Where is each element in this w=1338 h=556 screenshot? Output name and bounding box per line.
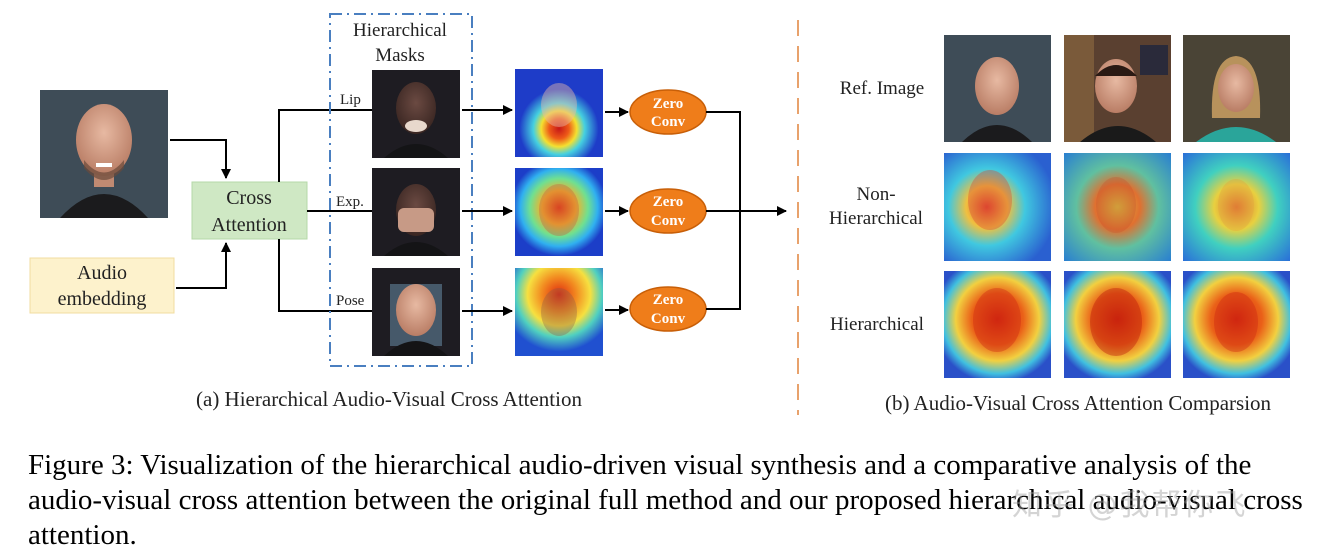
non-hier-heatmap-2 <box>1064 153 1171 261</box>
watermark: 知乎 @我帮你飞 <box>1012 488 1248 523</box>
hier-heatmap-3 <box>1183 271 1290 378</box>
ref-image-3 <box>1183 35 1290 142</box>
heatmap-pose <box>515 268 603 356</box>
audio-embedding-box <box>29 257 175 314</box>
row-label-non-1: Non- <box>856 184 895 205</box>
mask-to-heatmap-arrows <box>462 105 513 316</box>
branch-label-lip: Lip <box>340 92 361 108</box>
ref-image-1 <box>944 35 1051 142</box>
row-label-ref: Ref. Image <box>840 78 924 99</box>
zero-conv-label-1: Zero <box>653 96 684 112</box>
input-arrows <box>170 139 231 289</box>
hierarchical-masks-frame <box>329 13 473 367</box>
subcaption-a: (a) Hierarchical Audio-Visual Cross Atte… <box>196 387 582 411</box>
zero-conv-expression: Zero Conv <box>629 188 707 234</box>
zero-conv-pose: Zero Conv <box>629 286 707 332</box>
ref-image-2 <box>1064 35 1171 142</box>
reference-portrait <box>40 90 168 218</box>
zero-conv-lip: Zero Conv <box>629 89 707 135</box>
hier-heatmap-1 <box>944 271 1051 378</box>
mask-image-pose <box>372 268 460 356</box>
branch-label-pose: Pose <box>336 293 365 309</box>
cross-attention-label-1: Cross <box>226 187 272 209</box>
audio-embedding-label-2: embedding <box>58 288 147 310</box>
hier-heatmap-2 <box>1064 271 1171 378</box>
heatmap-lip <box>515 69 603 157</box>
row-label-hier: Hierarchical <box>830 314 924 335</box>
masks-title-1: Hierarchical <box>353 20 447 41</box>
cross-attention-box <box>191 181 308 240</box>
subcaption-b: (b) Audio-Visual Cross Attention Compars… <box>885 391 1272 415</box>
merge-lines <box>706 111 787 310</box>
audio-embedding-label-1: Audio <box>77 262 127 284</box>
masks-title-2: Masks <box>375 45 425 66</box>
heatmap-to-zeroconv-arrows <box>605 107 629 315</box>
zero-conv-label-2: Conv <box>651 311 686 327</box>
branch-lines <box>278 109 372 312</box>
mask-image-expression <box>372 168 460 256</box>
non-hier-heatmap-3 <box>1183 153 1290 261</box>
figure-caption: Figure 3: Visualization of the hierarchi… <box>28 449 1303 551</box>
mask-image-lip <box>372 70 460 158</box>
zero-conv-label-2: Conv <box>651 213 686 229</box>
branch-label-exp: Exp. <box>336 194 364 210</box>
heatmap-expression <box>515 168 603 256</box>
figure-3-diagram: Audio embedding Cross Attention Hierarch… <box>29 13 1290 415</box>
cross-attention-label-2: Attention <box>211 214 287 236</box>
zero-conv-label-1: Zero <box>653 292 684 308</box>
row-label-non-2: Hierarchical <box>829 208 923 229</box>
zero-conv-label-1: Zero <box>653 194 684 210</box>
zero-conv-label-2: Conv <box>651 114 686 130</box>
non-hier-heatmap-1 <box>944 153 1051 261</box>
